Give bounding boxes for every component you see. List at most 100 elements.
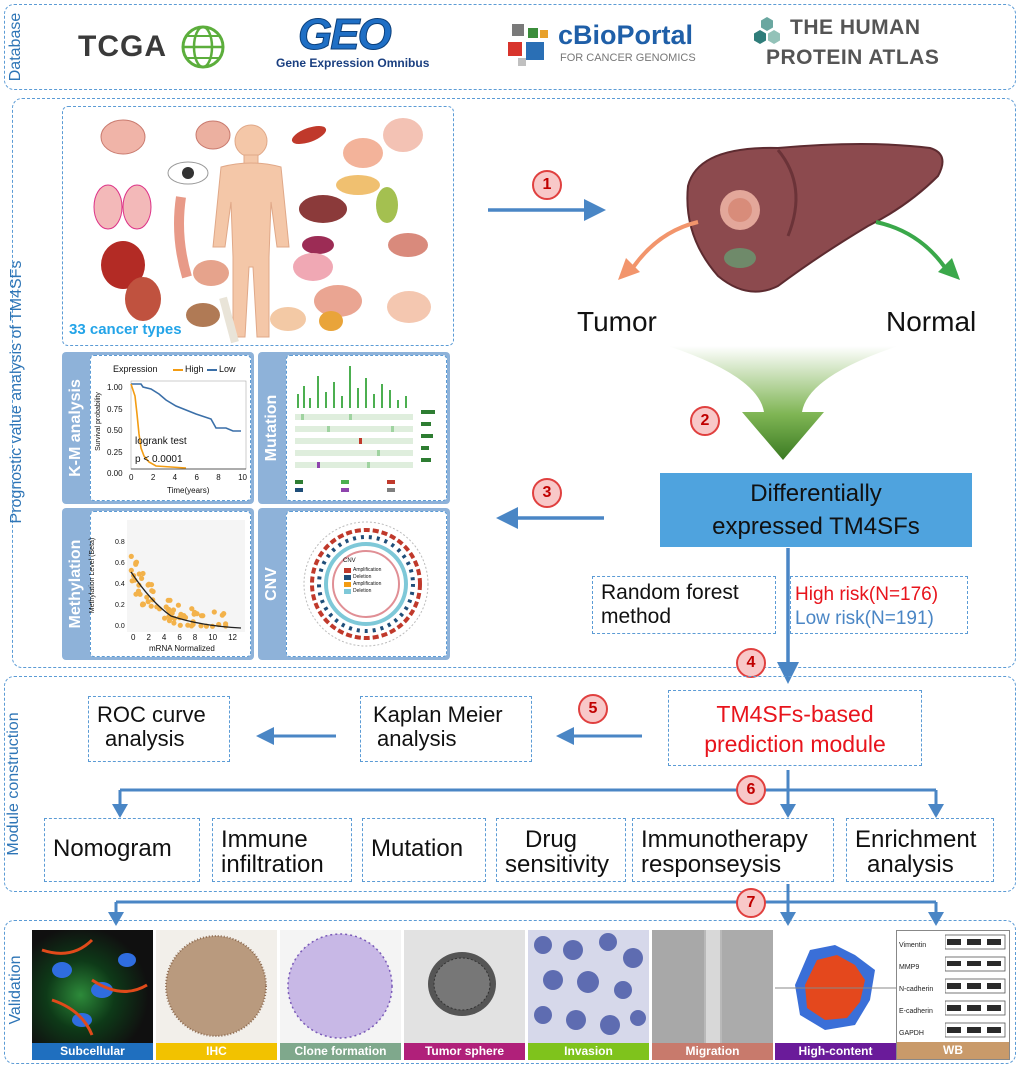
subcellular-image (41, 938, 148, 1036)
methylation-point (162, 615, 168, 621)
methylation-point (145, 582, 151, 588)
km-curve-svg (130, 380, 247, 470)
bladder-icon (186, 303, 220, 327)
tumor-arrow (618, 220, 699, 280)
mutation-legend (295, 480, 395, 492)
validation-label: IHC (156, 1043, 277, 1060)
geo-subtitle: Gene Expression Omnibus (276, 56, 430, 70)
arrow-step4 (777, 548, 799, 684)
methylation-point (198, 613, 205, 619)
lung-icon (93, 184, 123, 230)
km-box-line2: analysis (377, 726, 457, 751)
deg-box: Differentially expressed TM4SFs (660, 473, 972, 547)
meth-ylabel: Methylation Level (Beta) (89, 537, 97, 614)
km-xtick: 6 (194, 473, 199, 482)
geo-logo: GEO Gene Expression Omnibus (276, 10, 466, 76)
hpa-line1: THE HUMAN (790, 16, 921, 39)
esophagus-icon (174, 196, 192, 279)
meth-ytick: 0.8 (115, 539, 125, 546)
methylation-point (175, 602, 181, 608)
methylation-point (169, 610, 175, 616)
mutation-panel: Mutation (258, 352, 450, 504)
cnv-legend-item: Amplification (353, 581, 382, 587)
funnel-arrow (668, 346, 898, 460)
km-yticks: 1.00 0.75 0.50 0.25 0.00 (107, 377, 123, 485)
highcontent-image (775, 945, 896, 1030)
methylation-point (145, 599, 151, 605)
cnv-panel-label: CNV (263, 567, 280, 601)
hpa-line2: PROTEIN ATLAS (766, 46, 940, 69)
validation-section-label: Validation (7, 955, 24, 1025)
analysis-box-drug: Drug sensitivity (496, 818, 626, 882)
globe-icon (181, 25, 225, 69)
meth-xtick: 10 (208, 633, 218, 642)
validation-wb: Vimentin MMP9 N-cadherin E-cadherin GAPD… (896, 930, 1010, 1060)
tumor-label: Tumor (577, 306, 657, 337)
analysis-line1: Nomogram (53, 835, 172, 862)
methylation-point (198, 623, 204, 629)
cnv-plot: CNV Amplification Deletion Amplification… (286, 511, 447, 657)
methylation-point (136, 582, 142, 588)
branch-arrows-step7 (108, 884, 944, 926)
deg-line2: expressed TM4SFs (712, 513, 920, 540)
bone-icon (219, 296, 239, 344)
eye-icon (167, 161, 209, 185)
pred-line2: prediction module (704, 731, 886, 757)
geo-text: GEO (298, 10, 393, 60)
human-body-icon (212, 124, 290, 338)
analysis-line1: Immunotherapy (641, 826, 808, 853)
brain-icon (100, 119, 146, 155)
methylation-point (194, 611, 200, 617)
prognostic-section (12, 98, 1016, 668)
methylation-point (189, 606, 195, 612)
intestine-icon (314, 285, 362, 317)
brain2-icon (195, 120, 231, 150)
wb-bands: Vimentin MMP9 N-cadherin E-cadherin GAPD… (899, 935, 933, 1045)
methylation-point (171, 620, 177, 626)
arrow-step5 (556, 727, 642, 745)
meth-xtick: 12 (228, 633, 237, 642)
cbioportal-logo: cBioPortal FOR CANCER GENOMICS (506, 18, 706, 74)
validation-invasion: Invasion (528, 930, 649, 1060)
methylation-point (166, 618, 172, 624)
km-ytick: 0.00 (107, 469, 123, 478)
step-6-badge: 6 (736, 775, 766, 805)
prognostic-section-label: Prognostic value analysis of TM4SFs (8, 260, 25, 524)
meth-ytick: 0.2 (115, 602, 125, 609)
normal-arrow (875, 220, 960, 280)
methylation-scatter-svg (127, 520, 245, 632)
cnv-legend-item: Deletion (353, 574, 372, 580)
muscle-icon (291, 125, 327, 145)
analysis-line1: Enrichment (855, 826, 977, 853)
tcga-logo: TCGA (78, 20, 228, 74)
cancer-types-caption: 33 cancer types (69, 321, 182, 338)
risk-high: High risk(N=176) (795, 584, 939, 605)
km-plot: Expression High Low Survival probability… (90, 355, 251, 501)
step-4-badge: 4 (736, 648, 766, 678)
analysis-line1: Drug (525, 826, 578, 853)
hpa-logo: THE HUMAN PROTEIN ATLAS (752, 12, 939, 74)
km-ytick: 0.75 (107, 404, 123, 414)
methylation-point (133, 591, 139, 597)
analysis-box-mutation: Mutation (362, 818, 486, 882)
validation-label: Clone formation (280, 1043, 401, 1060)
km-high-curve (130, 383, 187, 469)
meth-xtick: 8 (192, 633, 198, 642)
rf-line2: method (601, 605, 672, 628)
methylation-point (223, 621, 229, 627)
validation-highcontent: High-content (775, 930, 896, 1060)
pancreas-icon (336, 175, 380, 195)
kaplan-meier-box: Kaplan Meier analysis (360, 696, 532, 762)
methylation-point (181, 613, 187, 619)
methylation-point (136, 571, 142, 577)
analysis-line2: responseysis (641, 851, 782, 878)
validation-ihc: IHC (156, 930, 277, 1060)
validation-migration: Migration (652, 930, 773, 1060)
km-xtick: 2 (150, 473, 156, 482)
methylation-point (128, 553, 134, 559)
km-legend-low-marker (207, 369, 217, 371)
stomach-icon (193, 260, 229, 286)
km-ytick: 0.25 (107, 447, 123, 457)
km-low-curve (131, 383, 241, 432)
km-legend-high: High (185, 364, 204, 374)
